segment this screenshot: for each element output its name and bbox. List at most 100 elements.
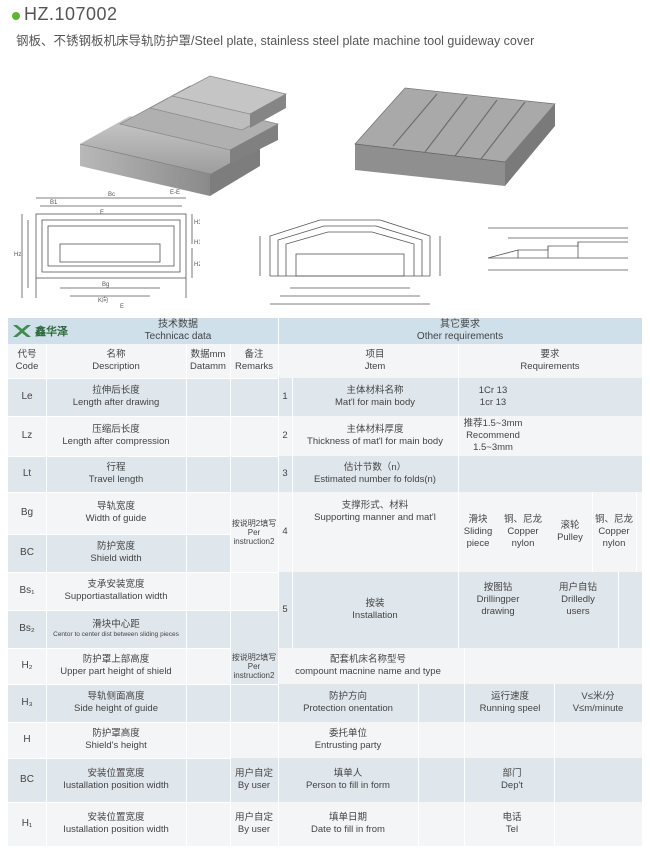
row-description-en: Length after drawing bbox=[72, 397, 160, 408]
side-view-drawing bbox=[487, 227, 628, 271]
req-4-copper2-en1: Copper bbox=[598, 526, 630, 537]
row-description-en: Width of guide bbox=[85, 513, 147, 524]
req-2c: 1.5~3mm bbox=[473, 442, 513, 453]
item-3: 估计节数（n） Estimated number fo folds(n) bbox=[292, 456, 458, 492]
label-e-e: E-E bbox=[170, 190, 180, 196]
col-req-en: Requirements bbox=[520, 361, 580, 372]
row-code: Lz bbox=[21, 430, 33, 441]
dept-label: 部门 Dep't bbox=[474, 758, 550, 802]
col-data: 数据mm Datamm bbox=[186, 344, 230, 378]
col-code-cn: 代号 bbox=[17, 349, 37, 360]
tech-title-en: Technicac data bbox=[144, 331, 212, 342]
grid-line bbox=[186, 344, 187, 846]
item-1: 主体材料名称 Mat'l for main body bbox=[292, 378, 458, 416]
req-4-sliding: 滑块 Sliding piece bbox=[458, 492, 498, 572]
req-4-copper: 铜、尼龙 Copper nylon bbox=[498, 492, 548, 572]
item-3-cn: 估计节数（n） bbox=[343, 462, 407, 473]
item-1-en: Mat'l for main body bbox=[335, 397, 415, 408]
table-header-band bbox=[8, 318, 642, 344]
item-6-cn: 配套机床名称型号 bbox=[329, 654, 406, 665]
table-row bbox=[8, 722, 278, 758]
row-description-cn: 支承安装宽度 bbox=[87, 579, 145, 590]
row-description-en: Centor to center dist between sliding pi… bbox=[53, 631, 179, 638]
col-remark-en: Remarks bbox=[234, 361, 273, 372]
req-row-bg-1 bbox=[278, 378, 642, 416]
item-8-en: Entrusting party bbox=[314, 740, 382, 751]
item-7: 防护方向 Protection onentation bbox=[278, 684, 418, 722]
item-7-en: Protection onentation bbox=[303, 703, 393, 714]
req-5-drill-user: 用户自钻 Drilledly users bbox=[538, 572, 618, 628]
req-1a: 1Cr 13 bbox=[478, 385, 508, 396]
other-title-cn: 其它要求 bbox=[440, 319, 480, 330]
label-bg: Bg bbox=[102, 282, 109, 288]
item-7-cn: 防护方向 bbox=[328, 691, 367, 702]
req-2: 推荐1.5~3mm Recommend 1.5~3mm bbox=[458, 416, 528, 456]
req-row-bg-7 bbox=[278, 684, 642, 722]
brand-logo: 鑫华泽 bbox=[12, 320, 68, 342]
req-4-pulley-en: Pulley bbox=[557, 532, 583, 543]
req-5b-en2: users bbox=[566, 606, 590, 617]
col-code-en: Code bbox=[15, 361, 39, 372]
running-speed-cn: 运行速度 bbox=[490, 691, 529, 702]
grid-line bbox=[554, 684, 555, 846]
grid-line bbox=[292, 378, 293, 648]
req-4-pulley: 滚轮 Pulley bbox=[548, 492, 592, 572]
table-row bbox=[8, 572, 278, 610]
req-4-slide-en2: piece bbox=[466, 538, 490, 549]
label-e-bottom: E bbox=[120, 304, 124, 310]
running-speed-val-en: V≤m/minute bbox=[572, 703, 624, 714]
remark-user-2: 用户自定 By user bbox=[230, 802, 278, 846]
row-description-en: Shield's height bbox=[85, 740, 147, 751]
row-description-en: Iustallation position width bbox=[63, 780, 169, 791]
item-10-en: Date to fill in from bbox=[311, 824, 385, 835]
dept-en: Dep't bbox=[501, 780, 523, 791]
row-description-cn: 导轨宽度 bbox=[96, 501, 135, 512]
brand-name: 鑫华泽 bbox=[35, 326, 68, 338]
col-req-cn: 要求 bbox=[540, 349, 560, 360]
label-h3: H3 bbox=[194, 220, 200, 226]
item-2-en: Thickness of mat'l for main body bbox=[307, 436, 443, 447]
row-description-en: Length after compression bbox=[62, 436, 170, 447]
cover-photo-compressed bbox=[79, 75, 288, 196]
row-code: H₁ bbox=[21, 818, 33, 829]
row-code: Bs₂ bbox=[19, 623, 35, 634]
req-4-copper-en2: nylon bbox=[511, 538, 535, 549]
item-num-1: 1 bbox=[282, 391, 288, 402]
col-name-cn: 名称 bbox=[106, 349, 126, 360]
tel-en: Tel bbox=[505, 824, 519, 835]
col-data-cn: 数据mm bbox=[190, 349, 226, 360]
item-9: 填单人 Person to fill in form bbox=[278, 758, 418, 802]
remark-instr-en2-1: instruction2 bbox=[233, 536, 275, 546]
req-4-copper-en1: Copper bbox=[507, 526, 539, 537]
req-4-copper-cn: 铜、尼龙 bbox=[503, 514, 542, 525]
grid-line bbox=[592, 492, 593, 572]
brand-logo-icon bbox=[13, 325, 31, 337]
req-4-slide-cn: 滑块 bbox=[468, 514, 488, 525]
col-data-en: Datamm bbox=[190, 361, 226, 372]
row-description-cn: 拉伸后长度 bbox=[92, 385, 140, 396]
grid-line bbox=[458, 344, 459, 648]
row-description-en: Shield width bbox=[90, 553, 142, 564]
req-row-bg-9 bbox=[278, 758, 642, 802]
label-h1: H1 bbox=[194, 240, 200, 246]
req-1: 1Cr 13 1cr 13 bbox=[458, 378, 528, 416]
cover-photo-extended bbox=[354, 87, 556, 186]
cross-section-drawing-e-e: Bc B1 E H3 H1 Hz H2 Bg K向 E E-E bbox=[14, 190, 200, 310]
item-2-cn: 主体材料厚度 bbox=[346, 424, 404, 435]
row-code: BC bbox=[20, 547, 34, 558]
item-5: 按装 Installation bbox=[292, 572, 458, 648]
remark-instruction-2: 按说明2填写 Per instruction2 bbox=[230, 648, 278, 684]
grid-line bbox=[464, 648, 465, 846]
req-4-copper2-cn: 铜、尼龙 bbox=[594, 514, 633, 525]
row-description-cn: 导轨侧面高度 bbox=[87, 691, 145, 702]
model-number: HZ.107002 bbox=[24, 4, 118, 24]
item-num-5: 5 bbox=[282, 604, 288, 615]
